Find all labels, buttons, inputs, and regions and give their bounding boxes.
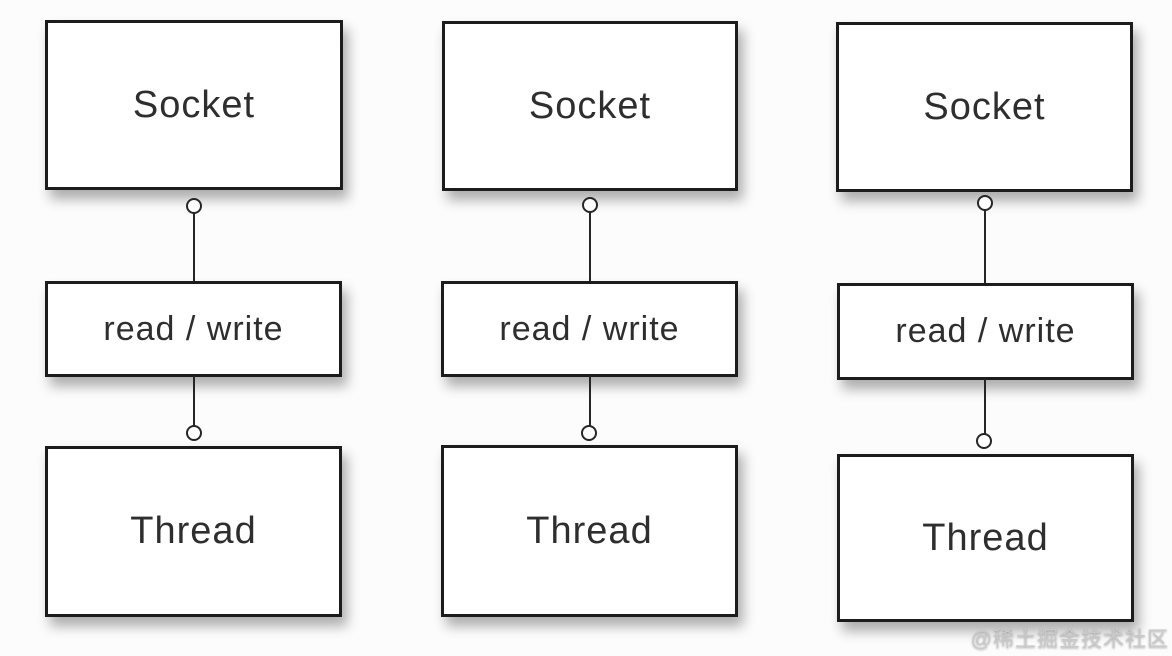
socket-node: Socket — [836, 22, 1133, 192]
connector-ball-icon — [976, 433, 992, 449]
socket-node: Socket — [442, 21, 738, 191]
read-write-node: read / write — [45, 281, 342, 377]
thread-node: Thread — [45, 446, 342, 617]
watermark: @稀土掘金技术社区 — [970, 628, 1169, 651]
node-label: Socket — [132, 83, 256, 126]
socket-node: Socket — [45, 20, 343, 190]
connector-line — [589, 212, 591, 282]
node-label: Thread — [526, 509, 653, 552]
node-label: Thread — [922, 516, 1049, 559]
connector-line — [589, 376, 591, 426]
connector-line — [984, 379, 986, 434]
node-label: read / write — [895, 312, 1076, 350]
read-write-node: read / write — [837, 283, 1134, 380]
thread-node: Thread — [837, 454, 1134, 622]
connector-ball-icon — [186, 198, 202, 214]
read-write-node: read / write — [441, 281, 738, 377]
connector-line — [193, 213, 195, 282]
node-label: Socket — [923, 85, 1046, 128]
connector-line — [193, 376, 195, 426]
connector-ball-icon — [977, 195, 993, 211]
connector-ball-icon — [582, 197, 598, 213]
node-label: Thread — [130, 510, 257, 552]
connector-ball-icon — [581, 425, 597, 441]
node-label: Socket — [528, 84, 652, 127]
node-label: read / write — [499, 309, 680, 348]
connector-line — [984, 210, 986, 284]
node-label: read / write — [103, 309, 284, 348]
thread-node: Thread — [441, 445, 738, 617]
connector-ball-icon — [186, 425, 202, 441]
